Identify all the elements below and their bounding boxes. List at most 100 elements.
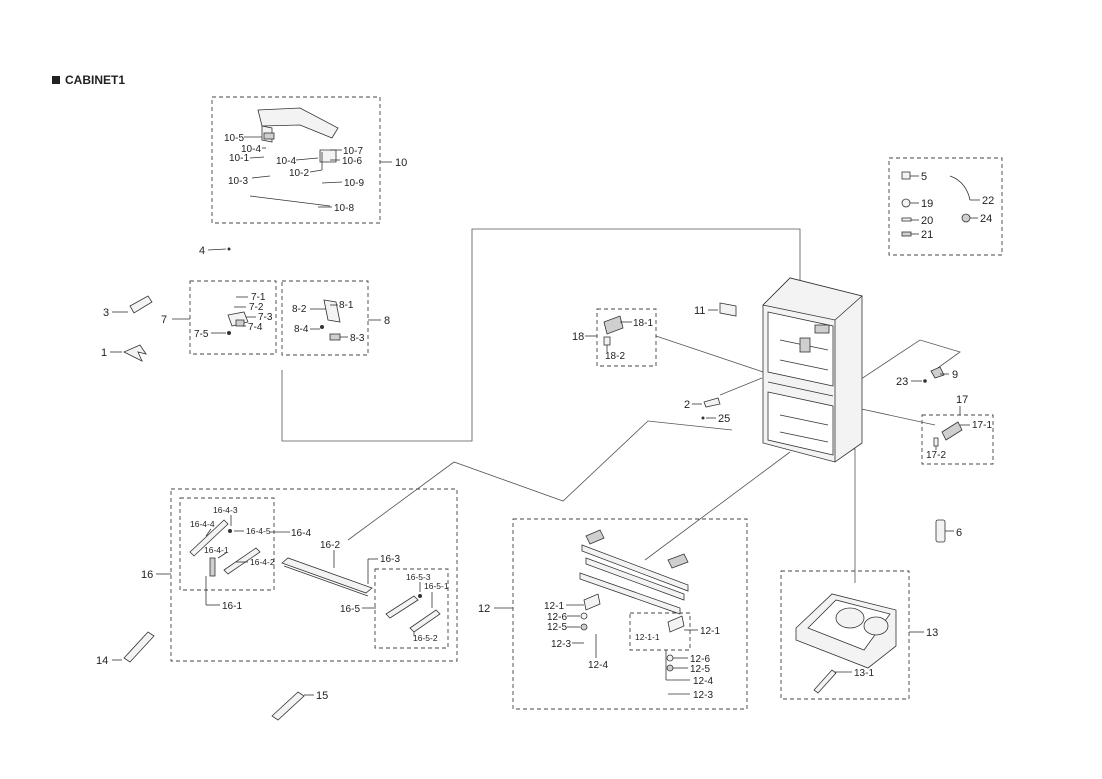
part-16-5-rail [385,594,441,633]
label-16-4: 16-4 [291,528,311,539]
label-9: 9 [952,369,958,381]
title-marker [52,76,60,84]
label-13-1: 13-1 [854,668,874,679]
label-17: 17 [956,394,968,406]
part-12-rail-assembly [579,529,689,633]
group-box-small-parts [888,157,1003,256]
label-11: 11 [694,305,705,317]
label-7-1: 7-1 [251,292,266,303]
part-2 [703,397,721,408]
label-10-1: 10-1 [229,153,249,164]
part-1 [123,344,147,362]
part-16-2-bar [281,557,373,597]
label-12-5a: 12-5 [547,622,567,633]
label-10-7: 10-7 [343,146,363,157]
part-18-1 [603,315,624,335]
part-3 [129,295,153,314]
label-8-3: 8-3 [350,333,365,344]
label-16-3: 16-3 [380,554,400,565]
label-18-2: 18-2 [605,351,625,362]
label-16: 16 [141,569,153,581]
label-16-4-1: 16-4-1 [204,545,229,555]
label-4: 4 [199,245,205,257]
part-8-hinge [320,299,341,341]
label-10-6: 10-6 [342,156,362,167]
label-7-4: 7-4 [248,322,263,333]
routing-line-group-8 [281,228,801,442]
leader-4 [207,248,227,251]
part-24 [961,213,971,223]
label-2: 2 [684,399,690,411]
group-box-10 [211,96,381,224]
title-text: CABINET1 [65,73,126,87]
leader-16-4-4 [205,528,212,537]
label-10-4a: 10-4 [241,144,261,155]
label-10: 10 [395,157,407,169]
label-8-2: 8-2 [292,304,307,315]
label-15: 15 [316,690,328,702]
routing-line-part-2 [719,377,763,396]
leader-10-2 [309,169,323,173]
part-22-wire [949,175,971,201]
refrigerator-cabinet [762,277,863,463]
label-1: 1 [101,347,107,359]
part-6 [935,519,946,543]
label-16-5-3: 16-5-3 [406,572,431,582]
part-12-6a [580,612,588,620]
part-25 [701,416,705,420]
leader-10-4b [295,157,319,161]
label-7-2: 7-2 [249,302,264,313]
part-7-hinge [227,311,249,335]
label-8-1: 8-1 [339,300,354,311]
group-box-16-5 [374,568,449,649]
part-21 [901,231,912,237]
label-25: 25 [718,413,730,425]
group-box-7 [189,280,277,355]
part-17-2 [933,437,939,447]
label-12-6a: 12-6 [547,612,567,623]
group-box-13 [780,570,910,700]
label-17-2: 17-2 [926,450,946,461]
part-23 [923,379,927,383]
part-10-bracket-assembly [249,107,343,207]
part-18-2 [603,336,611,346]
label-7-3: 7-3 [258,312,273,323]
label-6: 6 [956,527,962,539]
routing-line-group-18 [655,335,773,376]
label-16-5-2: 16-5-2 [413,633,438,643]
label-24: 24 [980,213,992,225]
label-5: 5 [921,171,927,183]
label-8: 8 [384,315,390,327]
label-23: 23 [896,376,908,388]
part-14 [123,631,155,663]
label-16-5-1: 16-5-1 [424,581,449,591]
part-5 [901,171,911,180]
routing-line-group-12 [644,451,791,561]
label-16-4-3: 16-4-3 [213,505,238,515]
label-18-1: 18-1 [633,318,653,329]
label-16-4-2: 16-4-2 [250,557,275,567]
label-12-1b: 12-1 [700,626,720,637]
group-box-16 [170,488,458,662]
part-15 [271,691,305,721]
part-12-6b [666,654,674,662]
label-3: 3 [103,307,109,319]
part-11 [719,302,737,317]
part-4 [227,247,231,251]
label-7: 7 [161,314,167,326]
label-10-2: 10-2 [289,168,309,179]
label-13: 13 [926,627,938,639]
label-12-6b: 12-6 [690,654,710,665]
label-10-3: 10-3 [228,176,248,187]
part-17-1 [941,421,963,441]
label-10-9: 10-9 [344,178,364,189]
part-20 [901,217,912,222]
label-17-1: 17-1 [972,420,992,431]
diagram-title: CABINET1 [52,73,125,87]
part-19 [901,198,911,208]
part-9 [930,366,945,379]
label-12-3b: 12-3 [693,690,713,701]
part-12-5a [580,623,588,631]
group-box-8 [281,280,369,356]
